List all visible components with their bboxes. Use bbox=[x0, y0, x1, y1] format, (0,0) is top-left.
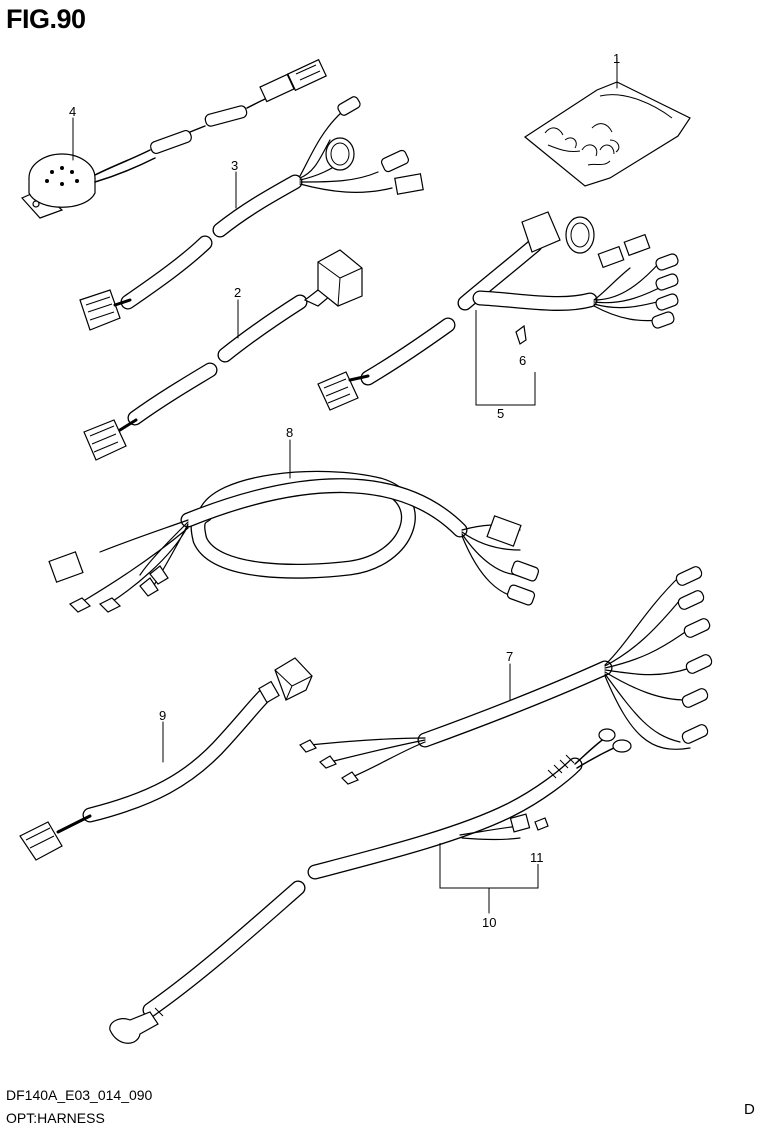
part-1-parts-bag[interactable] bbox=[523, 57, 691, 187]
callout-4: 4 bbox=[69, 104, 76, 119]
callout-5: 5 bbox=[497, 406, 504, 421]
part-5-harness[interactable] bbox=[317, 211, 679, 411]
part-8-loop-harness[interactable] bbox=[48, 439, 540, 613]
part-10-ground-harness[interactable] bbox=[109, 728, 632, 1044]
part-2-extension-harness[interactable] bbox=[83, 249, 363, 461]
part-9-adapter-harness[interactable] bbox=[19, 657, 313, 861]
diagram-code: DF140A_E03_014_090 bbox=[6, 1087, 153, 1103]
callout-9: 9 bbox=[159, 708, 166, 723]
callout-10: 10 bbox=[482, 915, 496, 930]
callout-7: 7 bbox=[506, 649, 513, 664]
diagram-caption: OPT:HARNESS bbox=[6, 1110, 105, 1126]
part-4-buzzer-harness[interactable] bbox=[21, 58, 328, 219]
callout-2: 2 bbox=[234, 285, 241, 300]
page-letter: D bbox=[744, 1101, 755, 1118]
part-7-meter-harness[interactable] bbox=[299, 565, 713, 785]
callout-1: 1 bbox=[613, 51, 620, 66]
callout-11: 11 bbox=[530, 850, 544, 865]
figure-title: FIG.90 bbox=[6, 4, 86, 34]
callout-8: 8 bbox=[286, 425, 293, 440]
part-3-main-harness[interactable] bbox=[79, 95, 424, 331]
callout-6: 6 bbox=[519, 353, 526, 368]
callout-3: 3 bbox=[231, 158, 238, 173]
